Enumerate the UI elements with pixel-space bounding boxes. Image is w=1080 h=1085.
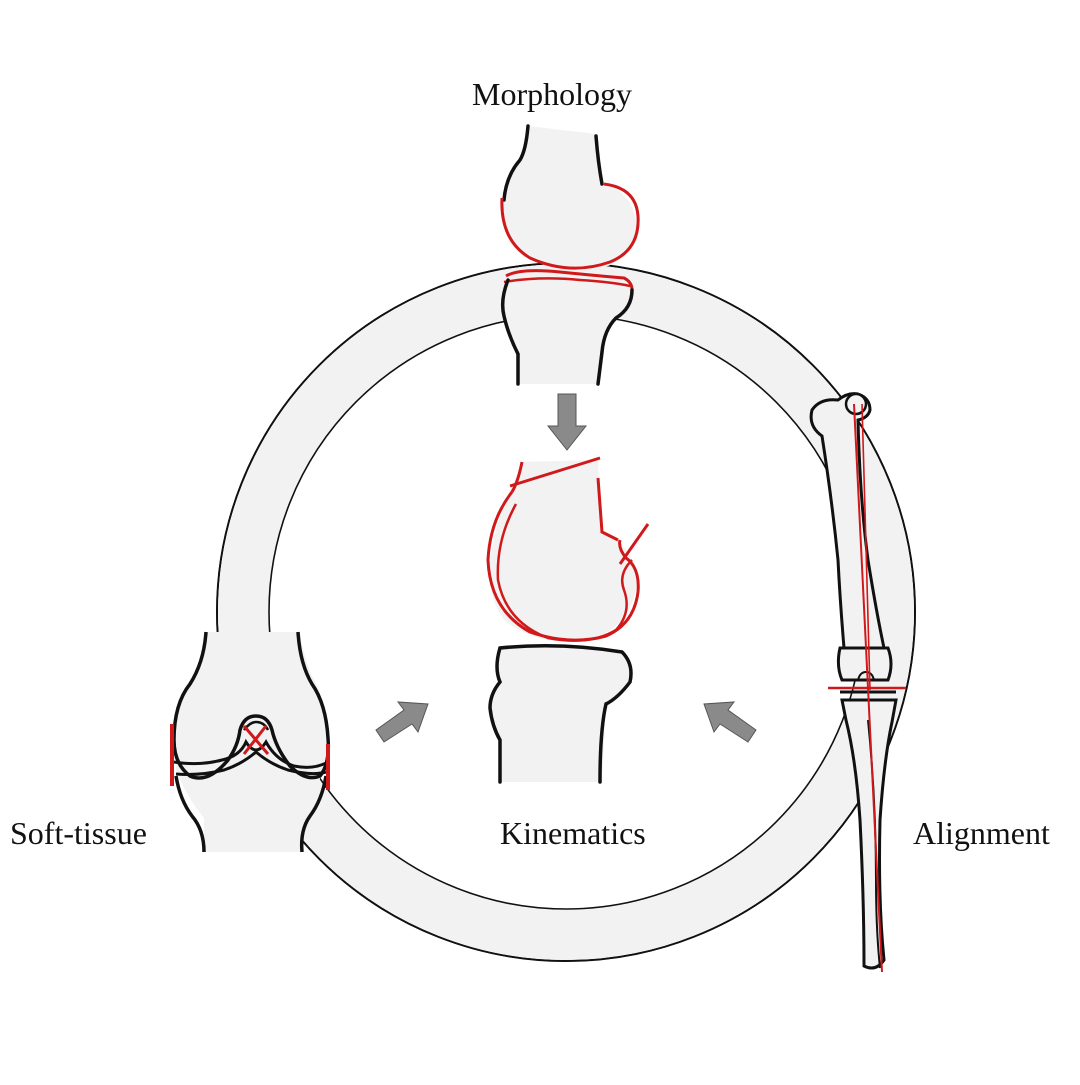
arrow-left-icon bbox=[703, 701, 757, 743]
kinematics-knee-icon bbox=[486, 456, 650, 784]
arrow-down-icon bbox=[546, 393, 588, 451]
label-alignment: Alignment bbox=[913, 815, 1050, 851]
morphology-knee-icon bbox=[500, 124, 640, 386]
arrow-right-icon bbox=[375, 701, 429, 743]
leg-alignment-icon bbox=[809, 392, 906, 973]
label-soft-tissue: Soft-tissue bbox=[10, 815, 147, 851]
label-morphology: Morphology bbox=[472, 76, 632, 112]
label-kinematics: Kinematics bbox=[500, 815, 646, 851]
soft-tissue-knee-icon bbox=[170, 631, 331, 853]
